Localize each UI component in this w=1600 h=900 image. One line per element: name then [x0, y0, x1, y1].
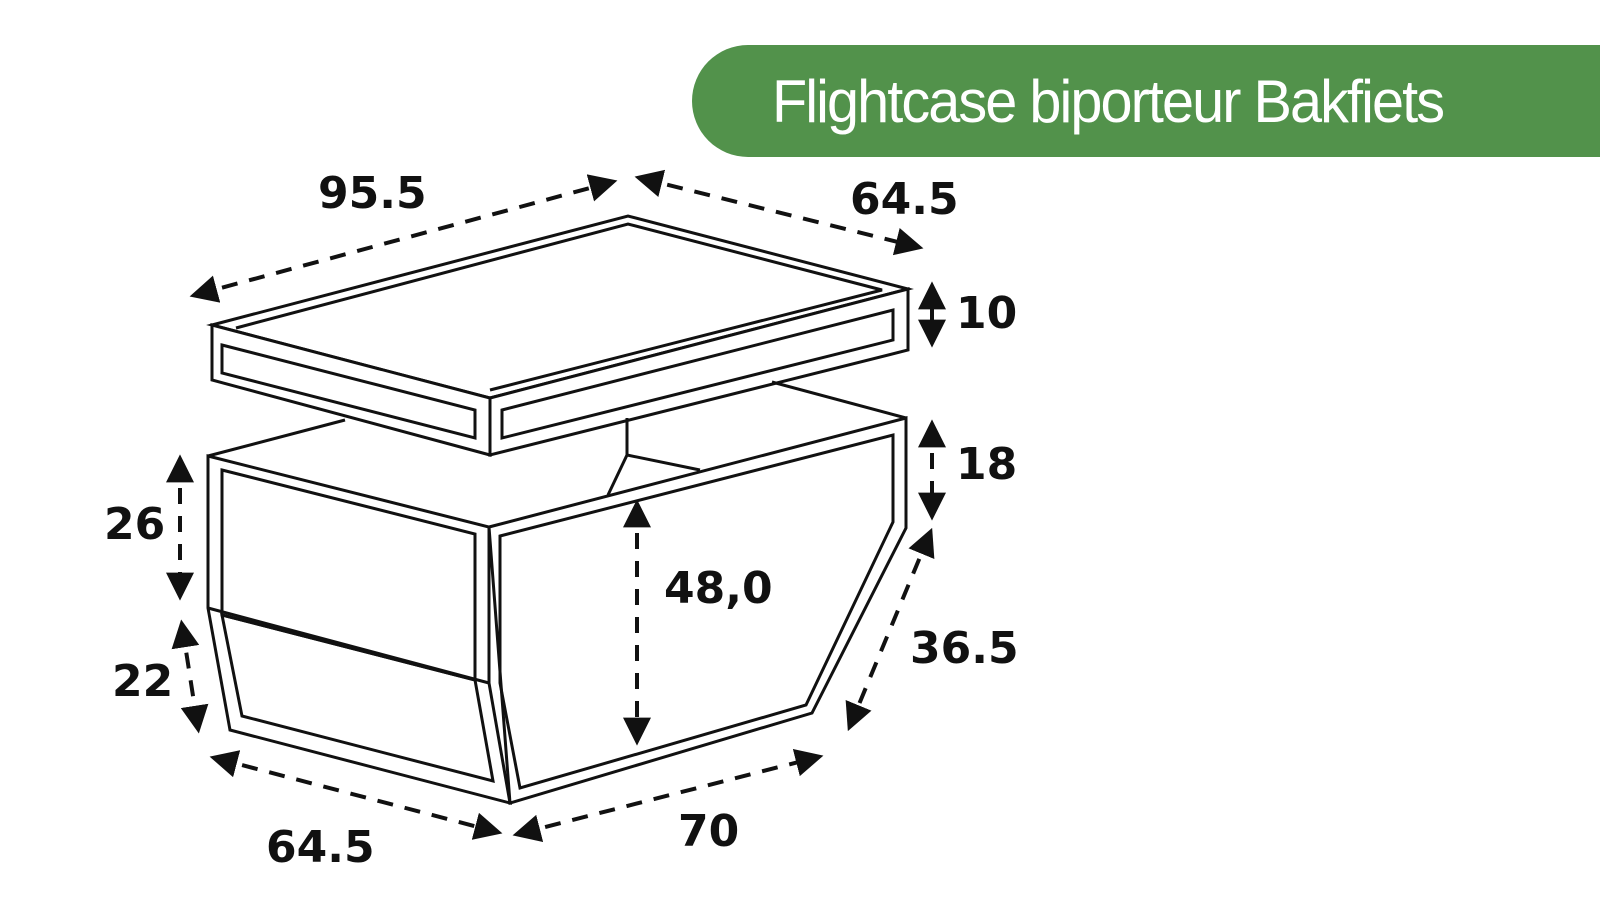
dim-bottom-width-line — [209, 750, 503, 840]
label-bottom-length: 70 — [678, 806, 740, 857]
label-lid-length: 95.5 — [318, 168, 427, 219]
dim-front-lower-line — [171, 619, 209, 734]
label-body-upper-height: 18 — [956, 439, 1018, 490]
dim-slant-line — [845, 527, 935, 732]
label-front-lower-height: 22 — [112, 656, 174, 707]
label-slanted-side: 36.5 — [910, 623, 1019, 674]
label-bottom-width: 64.5 — [266, 822, 375, 873]
label-total-height: 48,0 — [664, 563, 773, 614]
dimension-lines — [166, 169, 946, 842]
dim-bottom-length-line — [512, 749, 824, 842]
dim-lid-width-line — [634, 169, 924, 256]
label-front-upper-height: 26 — [104, 499, 166, 550]
box-outline — [206, 214, 914, 806]
page-title: Flightcase biporteur Bakfiets — [772, 67, 1445, 135]
title-banner: Flightcase biporteur Bakfiets — [692, 45, 1600, 157]
label-lid-width: 64.5 — [850, 174, 959, 225]
label-lid-height: 10 — [956, 288, 1018, 339]
